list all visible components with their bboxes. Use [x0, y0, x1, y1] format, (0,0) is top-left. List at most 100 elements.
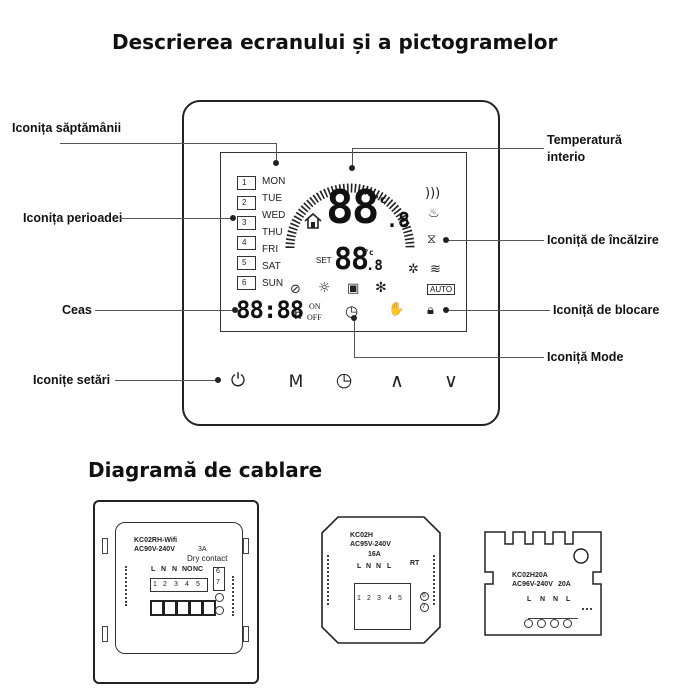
indoor-temp-label-line2: interio: [547, 150, 586, 164]
terminal-block: [176, 600, 190, 616]
power-button[interactable]: ⏻: [230, 370, 246, 391]
period-icon-leader: [120, 218, 233, 219]
day-wed: WED: [262, 210, 286, 221]
settings-icons-label: Iconițe setări: [33, 373, 111, 387]
screw: [215, 606, 224, 615]
mode-icon-leader-drop: [354, 318, 355, 358]
rt-label: RT: [410, 560, 420, 567]
clock-pointer: [232, 307, 238, 313]
screw: [537, 619, 546, 628]
wifi-icon: ))): [425, 186, 441, 201]
lock-icon: 🔒︎: [427, 303, 434, 318]
wiring-middle-current: 16A: [368, 551, 381, 558]
wiring-left-dry-contact: Dry contact: [187, 554, 228, 563]
clock-button[interactable]: ◷: [335, 369, 353, 391]
room-temperature-digits: 88: [326, 180, 379, 234]
wiring-left-current: 3A: [198, 546, 207, 553]
day-thu: THU: [262, 227, 283, 238]
set-temperature-digits: 88: [334, 242, 369, 277]
wiring-right-model: KC02H20A: [512, 572, 548, 579]
screw: [563, 619, 572, 628]
terminal-number: 2: [367, 595, 371, 602]
wiring-left-module: [115, 522, 243, 654]
connector-pins: [582, 608, 592, 613]
wiring-middle-voltage: AC95V-240V: [350, 541, 391, 548]
set-temperature-decimal: .8: [366, 258, 383, 274]
heat-wave-icon: ≋: [430, 262, 441, 277]
week-icon-leader-drop: [276, 143, 277, 163]
screw: [550, 619, 559, 628]
terminal-label: N: [553, 596, 559, 603]
day-fri: FRI: [262, 244, 279, 255]
clock-label: Ceas: [62, 303, 92, 317]
terminal-label: L: [527, 596, 532, 603]
connector-pins: [232, 576, 237, 616]
terminal-number: 7: [216, 579, 220, 586]
snowflake-icon: ✻: [375, 280, 387, 296]
mounting-slot: [102, 538, 108, 554]
settings-icons-leader: [115, 380, 218, 381]
terminal-number: 5: [196, 581, 200, 588]
terminal-number: 7: [422, 603, 426, 610]
heating-icon-label: Iconiță de încălzire: [547, 233, 659, 247]
wiring-diagram-heading: Diagramă de cablare: [88, 458, 323, 482]
manual-hand-icon: ✋: [388, 302, 405, 317]
connector-pins: [528, 606, 578, 619]
terminal-label: L: [151, 566, 156, 573]
home-icon: [304, 212, 322, 229]
week-icon-pointer: [273, 160, 279, 166]
terminal-label: N: [376, 563, 382, 570]
terminal-label: L: [566, 596, 571, 603]
thermostat-device: [182, 100, 500, 426]
indoor-temp-label-line1: Temperatură: [547, 133, 622, 147]
screw: [215, 593, 224, 602]
valve-icon: ⧖: [427, 232, 437, 247]
terminal-label: N: [161, 566, 167, 573]
terminal-label: L: [387, 563, 392, 570]
screen-description-heading: Descrierea ecranului și a pictogramelor: [112, 30, 558, 54]
off-indicator: OFF: [307, 313, 322, 322]
lcd-screen: [220, 152, 467, 332]
sun-icon: ☼: [318, 280, 331, 296]
terminal-block: [202, 600, 216, 616]
indoor-temp-leader-drop: [352, 148, 353, 168]
set-temperature-unit: °c: [364, 248, 374, 257]
period-icon-label: Iconița perioadei: [23, 211, 123, 225]
period-6-icon: 6: [237, 276, 256, 290]
day-sat: SAT: [262, 261, 281, 272]
indoor-temp-pointer: [349, 165, 355, 171]
auto-badge: AUTO: [427, 284, 456, 295]
wiring-right-module: [484, 531, 602, 636]
terminal-number: 6: [422, 592, 426, 599]
set-label: SET: [316, 256, 332, 265]
clock-digits: 88:88: [236, 296, 304, 324]
terminal-strip-side: [213, 567, 225, 591]
lock-icon-leader: [446, 310, 550, 311]
terminal-label: L: [357, 563, 362, 570]
mode-icon-leader: [354, 357, 544, 358]
terminal-number: 3: [174, 581, 178, 588]
settings-icons-pointer: [215, 377, 221, 383]
screw: [420, 603, 429, 612]
terminal-label: NO: [182, 566, 193, 573]
terminal-block: [150, 600, 164, 616]
wiring-left-backplate: [93, 500, 259, 684]
heating-icon-pointer: [443, 237, 449, 243]
wiring-left-model: KC02RH-Wifi: [134, 537, 178, 544]
terminal-label: N: [172, 566, 178, 573]
period-4-icon: 4: [237, 236, 256, 250]
terminal-number: 3: [377, 595, 381, 602]
terminal-strip: [150, 578, 208, 592]
heating-icon-leader: [446, 240, 544, 241]
mode-icon-pointer: [351, 315, 357, 321]
period-1-icon: 1: [237, 176, 256, 190]
clock-leader: [95, 310, 235, 311]
up-button[interactable]: ∧: [390, 370, 404, 392]
terminal-number: 6: [216, 568, 220, 575]
lock-icon-pointer: [443, 307, 449, 313]
connector-pins: [125, 566, 130, 606]
terminal-number: 5: [398, 595, 402, 602]
down-button[interactable]: ∨: [444, 370, 458, 392]
day-sun: SUN: [262, 278, 284, 289]
mode-button[interactable]: M: [288, 372, 304, 392]
